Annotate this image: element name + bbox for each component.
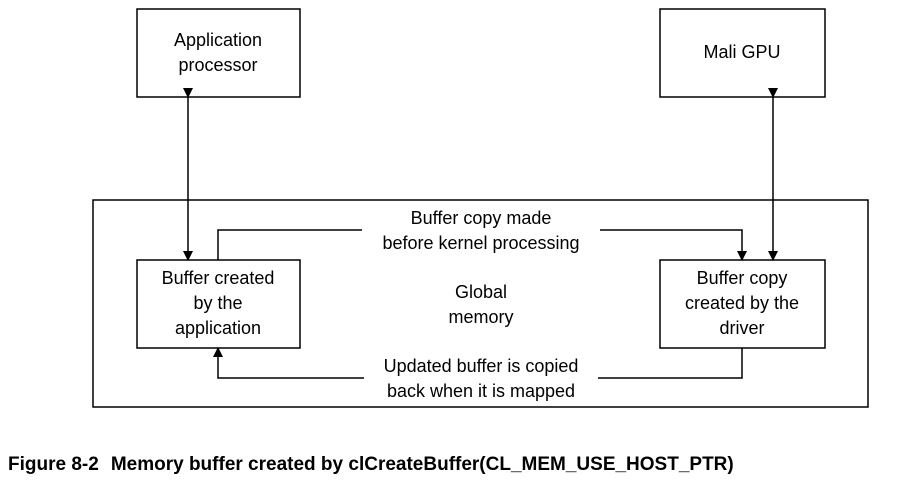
- copy-back-label-bg: [364, 352, 598, 402]
- application-processor-label-1: Application: [174, 30, 262, 50]
- copy-before-label-bg: [362, 204, 600, 256]
- figure-number: Figure 8-2: [8, 454, 99, 475]
- buffer-driver-label-2: created by the: [685, 293, 799, 313]
- global-memory-label-2: memory: [448, 307, 513, 327]
- mali-gpu-label: Mali GPU: [703, 42, 780, 62]
- figure-caption: Figure 8-2 Memory buffer created by clCre…: [8, 454, 746, 476]
- application-processor-node: Application processor: [136, 8, 301, 98]
- figure-title: Memory buffer created by clCreateBuffer(…: [110, 454, 734, 475]
- buffer-app-label-2: by the: [193, 293, 242, 313]
- copy-back-label-2: back when it is mapped: [387, 381, 575, 401]
- buffer-app-label-3: application: [175, 318, 261, 338]
- buffer-app-label-1: Buffer created: [162, 268, 275, 288]
- buffer-app-node: Buffer created by the application: [136, 259, 301, 349]
- global-memory-region: [92, 199, 869, 408]
- mali-gpu-node: Mali GPU: [659, 8, 826, 98]
- global-memory-label-1: Global: [455, 282, 507, 302]
- copy-before-label-2: before kernel processing: [382, 233, 579, 253]
- application-processor-label-2: processor: [178, 55, 257, 75]
- buffer-driver-label-1: Buffer copy: [697, 268, 788, 288]
- copy-back-label-1: Updated buffer is copied: [384, 356, 579, 376]
- copy-before-label-1: Buffer copy made: [411, 208, 552, 228]
- buffer-driver-node: Buffer copy created by the driver: [659, 259, 826, 349]
- buffer-driver-label-3: driver: [719, 318, 764, 338]
